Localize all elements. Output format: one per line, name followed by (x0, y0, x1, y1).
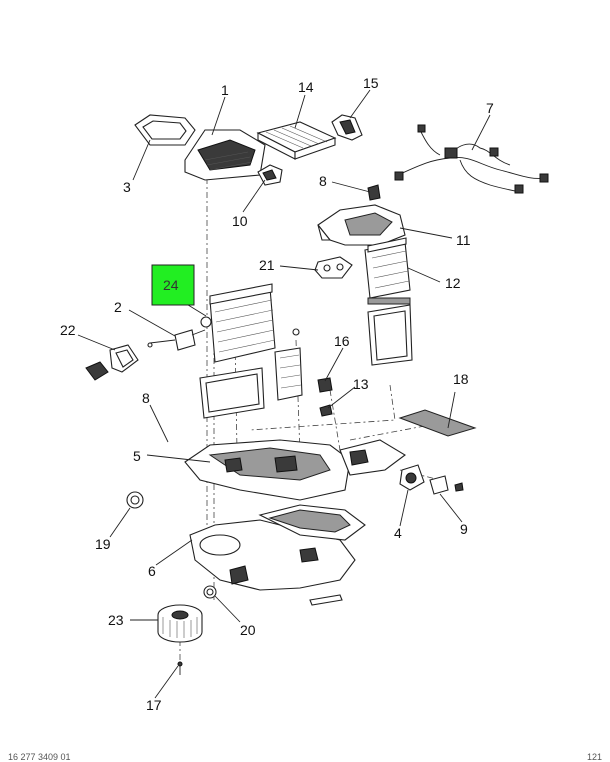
part-4-motor (399, 464, 425, 491)
callout-22[interactable]: 22 (60, 322, 76, 338)
callout-15[interactable]: 15 (363, 75, 379, 91)
highlight-box-24[interactable] (151, 264, 195, 306)
callout-14[interactable]: 14 (298, 79, 314, 95)
part-24-evaporator (200, 283, 276, 363)
evaporator-seal (367, 297, 413, 366)
part-6-lower-case (189, 504, 366, 606)
callout-5[interactable]: 5 (133, 448, 141, 464)
callout-10[interactable]: 10 (232, 213, 248, 229)
part-5-upper-case (184, 439, 406, 501)
part-1-filter-housing (184, 129, 266, 181)
part-15-bracket (331, 114, 363, 141)
part-21-gasket (314, 256, 353, 279)
evaporator-frame (199, 367, 265, 419)
callout-8-mid[interactable]: 8 (142, 390, 150, 406)
part-23-blower-wheel (157, 604, 203, 643)
part-14-cabin-filter (256, 121, 337, 160)
callout-1[interactable]: 1 (221, 82, 229, 98)
callout-17[interactable]: 17 (146, 697, 162, 713)
part-2-expansion-valve (147, 329, 206, 351)
callout-20[interactable]: 20 (240, 622, 256, 638)
callout-21[interactable]: 21 (259, 257, 275, 273)
callout-4[interactable]: 4 (394, 525, 402, 541)
callout-12[interactable]: 12 (445, 275, 461, 291)
part-3-seal (134, 114, 196, 146)
part-17-screw (177, 661, 183, 675)
callout-18[interactable]: 18 (453, 371, 469, 387)
part-8-clip-top (367, 184, 381, 201)
footer-page: 121 (586, 752, 602, 762)
footer-reference: 16 277 3409 01 (8, 752, 71, 762)
leader-lines (77, 89, 491, 699)
part-10-actuator (257, 164, 283, 186)
part-11-duct (317, 204, 406, 246)
part-9-connector (429, 475, 464, 495)
callout-2[interactable]: 2 (114, 299, 122, 315)
callout-7[interactable]: 7 (486, 100, 494, 116)
callout-9[interactable]: 9 (460, 521, 468, 537)
callout-23[interactable]: 23 (108, 612, 124, 628)
part-12-heater-core (364, 237, 411, 299)
part-7-wiring-harness (394, 124, 549, 194)
part-16-sensor (274, 328, 333, 401)
part-18-foam-seal (398, 409, 477, 437)
callout-3[interactable]: 3 (123, 179, 131, 195)
callout-13[interactable]: 13 (353, 376, 369, 392)
callout-8-top[interactable]: 8 (319, 173, 327, 189)
part-22-seal (85, 344, 139, 381)
callout-11[interactable]: 11 (456, 232, 471, 248)
callout-16[interactable]: 16 (334, 333, 350, 349)
part-19-grommet (126, 491, 144, 509)
callout-labels: 1 14 15 7 3 10 8 11 21 12 24 2 22 16 13 … (60, 75, 494, 713)
callout-6[interactable]: 6 (148, 563, 156, 579)
part-20-grommet (203, 585, 217, 599)
callout-24[interactable]: 24 (163, 277, 179, 293)
callout-19[interactable]: 19 (95, 536, 111, 552)
